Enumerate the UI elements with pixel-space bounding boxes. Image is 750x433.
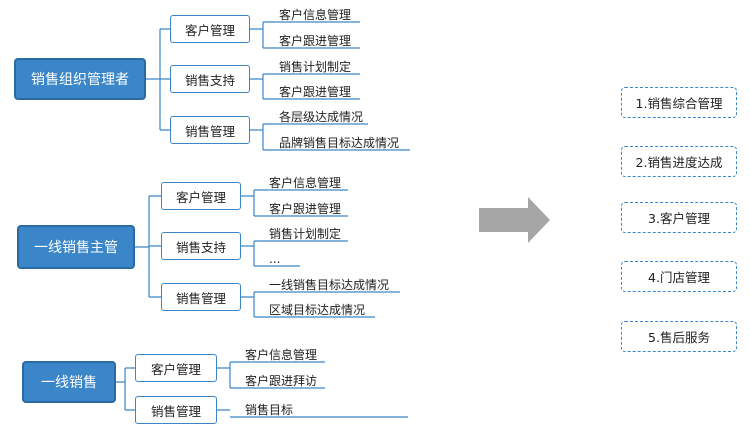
leaf-label: 客户信息管理: [269, 176, 342, 190]
leaf-label: 销售计划制定: [279, 60, 352, 74]
leaf-label: 品牌销售目标达成情况: [279, 136, 400, 150]
leaf-label: 客户跟进管理: [279, 85, 352, 99]
node-customer-management: 客户管理: [161, 182, 241, 210]
connector-node-to-leaves: [217, 361, 325, 389]
leaf-label: 客户信息管理: [245, 348, 318, 362]
connector-node-to-leaves: [241, 291, 400, 318]
connector-root-to-nodes: [116, 367, 135, 411]
goal-box: 5.售后服务: [621, 321, 737, 352]
goal-box: 1.销售综合管理: [621, 87, 737, 118]
root-node-frontline-sales: 一线销售: [22, 361, 116, 403]
node-sales-support: 销售支持: [161, 232, 241, 260]
node-sales-management: 销售管理: [135, 396, 217, 424]
connector-node-to-leaves: [250, 123, 410, 151]
goal-box: 2.销售进度达成: [621, 146, 737, 177]
connector-node-to-leaves: [241, 240, 348, 267]
connector-root-to-nodes: [135, 195, 161, 298]
connector-node-to-leaves: [250, 73, 360, 100]
connector-node-to-leaves: [241, 189, 348, 217]
connector-root-to-nodes: [146, 28, 170, 131]
leaf-label: 销售目标: [245, 403, 294, 417]
node-sales-management: 销售管理: [161, 283, 241, 311]
leaf-label: 一线销售目标达成情况: [269, 278, 390, 292]
leaf-label: ...: [269, 252, 281, 266]
leaf-label: 客户跟进拜访: [245, 374, 318, 388]
node-customer-management: 客户管理: [135, 354, 217, 382]
node-sales-management: 销售管理: [170, 116, 250, 144]
right-arrow-icon: [479, 197, 550, 243]
node-sales-support: 销售支持: [170, 65, 250, 93]
leaf-label: 销售计划制定: [269, 227, 342, 241]
leaf-label: 客户信息管理: [279, 8, 352, 22]
root-node-frontline-sales-supervisor: 一线销售主管: [17, 225, 135, 269]
goal-box: 4.门店管理: [621, 261, 737, 292]
leaf-label: 客户跟进管理: [269, 202, 342, 216]
node-customer-management: 客户管理: [170, 15, 250, 43]
leaf-label: 客户跟进管理: [279, 34, 352, 48]
connector-node-to-leaves: [250, 21, 360, 49]
leaf-label: 各层级达成情况: [279, 110, 364, 124]
leaf-label: 区域目标达成情况: [269, 303, 366, 317]
connector-node-to-leaves: [217, 409, 408, 418]
goal-box: 3.客户管理: [621, 202, 737, 233]
root-node-sales-org-manager: 销售组织管理者: [14, 58, 146, 100]
